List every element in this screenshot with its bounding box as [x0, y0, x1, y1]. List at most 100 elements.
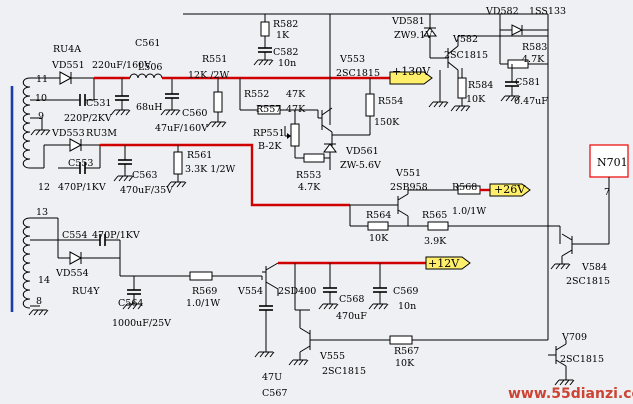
label-r583: R583: [522, 42, 547, 53]
label-c568-val: 470uF: [336, 311, 367, 322]
label-out130: +130V: [392, 65, 431, 78]
winding-upper: [22, 77, 31, 169]
resistor-r567: [389, 335, 413, 345]
label-c581-val: 0.47uF: [514, 96, 548, 107]
label-v582: V582: [452, 34, 478, 45]
label-c563: C563: [132, 170, 157, 181]
pin-10: 10: [35, 93, 47, 104]
label-r561: R561: [187, 150, 212, 161]
label-rp551: RP551: [253, 128, 285, 139]
label-v551: V551: [395, 168, 421, 179]
label-vd554: VD554: [55, 268, 89, 279]
resistor-r554: [365, 93, 375, 117]
label-ru4a: RU4A: [53, 44, 81, 55]
label-c560-val: 47uF/160V: [155, 123, 208, 134]
label-r568-val: 1.0/1W: [452, 206, 486, 217]
label-v582-val: 2SC1815: [444, 50, 488, 61]
label-l506-val: 68uH: [136, 102, 163, 113]
label-r568: R568: [452, 182, 477, 193]
diode-vd551: [59, 71, 73, 85]
label-c581: C581: [515, 77, 540, 88]
label-c531: C531: [86, 98, 111, 109]
resistor-r582: [260, 21, 270, 37]
resistor-r584: [457, 77, 467, 99]
rail-26v-wire: [100, 143, 350, 207]
label-c569-val: 10n: [398, 301, 416, 312]
label-c569: C569: [393, 286, 418, 297]
label-c553: C553: [68, 158, 93, 169]
label-r564-val: 10K: [369, 233, 389, 244]
resistor-r551: [213, 91, 223, 113]
diode-vd582: [511, 24, 524, 36]
output-26v: [489, 183, 531, 197]
winding-lower: [22, 217, 31, 309]
label-v709-val: 2SC1815: [560, 354, 604, 365]
label-r564: R564: [366, 210, 391, 221]
label-r551-val: 12K /2W: [188, 70, 229, 81]
diode-vd553: [69, 138, 83, 152]
label-r584: R584: [468, 80, 493, 91]
label-c564-val: 1000uF/25V: [112, 318, 171, 329]
label-c582-val: 10n: [278, 58, 296, 69]
inductor-l506: [129, 73, 163, 79]
label-r567: R567: [394, 346, 419, 357]
label-r569: R569: [192, 286, 217, 297]
pin-11: 11: [36, 74, 48, 85]
label-r561-val: 3.3K 1/2W: [185, 164, 236, 175]
label-vd554-val: RU4Y: [72, 286, 100, 297]
label-vd553: VD553: [51, 128, 85, 139]
resistor-r564: [367, 221, 389, 231]
watermark: www.55dianzi.com: [508, 386, 633, 402]
pin-13: 13: [36, 207, 48, 218]
label-v553-val: 2SC1815: [336, 68, 380, 79]
label-out26: +26V: [494, 183, 526, 196]
potentiometer-rp551: [290, 123, 300, 147]
label-r557-val: 47K: [286, 104, 306, 115]
label-v584-val: 2SC1815: [566, 276, 610, 287]
label-c563-val: 470uF/35V: [120, 185, 173, 196]
label-r582: R582: [273, 19, 298, 30]
label-v709: V709: [561, 332, 587, 343]
label-r565-val: 3.9K: [424, 236, 447, 247]
label-r569-val: 1.0/1W: [186, 298, 220, 309]
pin-8: 8: [36, 296, 42, 307]
label-v554-val: 2SD400: [278, 286, 316, 297]
label-c567-val: 47U: [262, 372, 282, 383]
label-r557: R557: [256, 104, 281, 115]
label-vd582-val: 1SS133: [529, 6, 566, 17]
diode-vd554: [69, 251, 83, 265]
label-c561-val: 220uF/160V: [92, 60, 151, 71]
label-vd561-val: ZW-5.6V: [340, 160, 381, 171]
zener-vd561: [323, 143, 337, 153]
label-c582: C582: [273, 47, 298, 58]
label-r582-val: 1K: [276, 30, 290, 41]
label-v553: V553: [339, 54, 365, 65]
resistor-r569: [189, 271, 213, 281]
label-r567-val: 10K: [395, 358, 415, 369]
resistor-r565: [427, 221, 449, 231]
label-rp551-val: B-2K: [258, 141, 282, 152]
pin-9: 9: [38, 111, 44, 122]
label-v551-val: 2SB958: [390, 182, 428, 193]
label-ru3m: RU3M: [86, 128, 117, 139]
pin-12: 12: [38, 182, 50, 193]
label-v554: V554: [237, 286, 263, 297]
label-r565: R565: [422, 210, 447, 221]
ic-n701: [589, 144, 629, 178]
label-r583-val: 4.7K: [522, 54, 545, 65]
label-r552-val: 47K: [286, 89, 306, 100]
label-pin7: 7: [604, 187, 610, 198]
label-c567: C567: [262, 388, 287, 399]
label-vd582: VD582: [485, 6, 519, 17]
label-r553-val: 4.7K: [298, 182, 321, 193]
label-c554: C554: [62, 230, 87, 241]
label-c561: C561: [135, 38, 160, 49]
resistor-r561: [173, 151, 183, 175]
resistor-r553: [303, 153, 325, 163]
label-v555: V555: [319, 351, 345, 362]
label-r552: R552: [244, 89, 269, 100]
label-r551: R551: [202, 54, 227, 65]
label-r554-val: 150K: [374, 117, 400, 128]
label-r553: R553: [296, 170, 321, 181]
